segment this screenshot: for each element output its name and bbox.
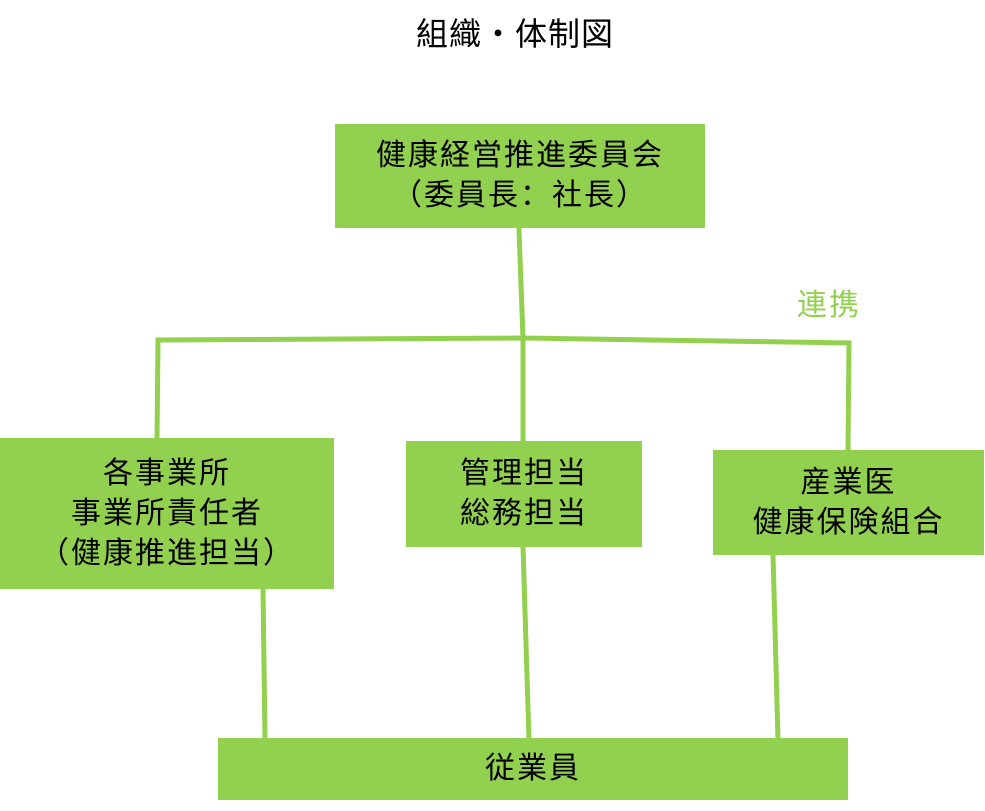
committee-chair: （委員長：社長） <box>392 178 648 213</box>
committee-box: 健康経営推進委員会 （委員長：社長） <box>335 124 705 228</box>
occupational-physician-name: 産業医 <box>800 464 897 500</box>
health-insurance-union-name: 健康保険組合 <box>752 504 945 540</box>
offices-to-employees-line <box>260 586 268 743</box>
offices-manager: 事業所責任者 <box>71 495 263 531</box>
collaboration-label: 連携 <box>797 288 861 323</box>
medical-box: 産業医 健康保険組合 <box>713 450 984 555</box>
general-affairs-name: 総務担当 <box>460 496 588 531</box>
medical-to-employees-line <box>770 552 781 743</box>
offices-health-promotion: （健康推進担当） <box>39 535 295 571</box>
bus-to-offices-line <box>154 337 161 443</box>
employees-box: 従業員 <box>218 738 848 800</box>
horizontal-bus-line <box>155 335 852 346</box>
committee-to-hub-line <box>516 227 526 341</box>
committee-name: 健康経営推進委員会 <box>376 138 664 173</box>
bus-to-medical-line <box>845 340 852 453</box>
employees-name: 従業員 <box>485 751 581 786</box>
admin-to-employees-line <box>520 544 532 743</box>
admin-box: 管理担当 総務担当 <box>406 441 642 547</box>
admin-name: 管理担当 <box>460 456 588 491</box>
offices-box: 各事業所 事業所責任者 （健康推進担当） <box>0 438 334 589</box>
diagram-title: 組織・体制図 <box>415 15 614 53</box>
offices-name: 各事業所 <box>103 455 231 491</box>
